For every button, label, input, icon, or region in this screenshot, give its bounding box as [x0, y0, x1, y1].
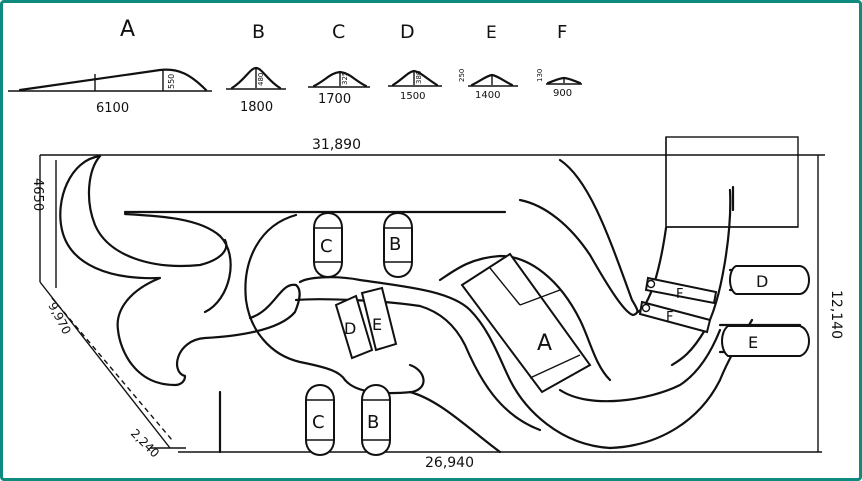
- main-a-jump: A: [460, 252, 592, 394]
- jump-e-height: 250: [458, 69, 466, 82]
- jump-e-profile: 250 1400: [458, 69, 518, 101]
- jump-a-letter: A: [120, 17, 135, 42]
- dim-bottom-width: 26,940: [425, 455, 474, 471]
- jump-b-length: 1800: [240, 100, 273, 115]
- jump-c-length: 1700: [318, 92, 351, 107]
- middle-e-jump: E: [360, 286, 398, 352]
- jump-a-profile: 550 6100: [8, 68, 212, 116]
- label-e-right: E: [748, 333, 758, 352]
- label-c-upper: C: [320, 236, 333, 257]
- jump-d-length: 1500: [400, 91, 425, 102]
- jump-c-letter: C: [332, 21, 345, 43]
- jump-b-profile: 480 1800: [226, 66, 286, 115]
- right-d-jump: D: [729, 265, 810, 295]
- middle-d-jump: D: [334, 294, 374, 360]
- right-e-jump: E: [721, 325, 810, 357]
- jump-d-height: 380: [415, 71, 423, 84]
- jump-e-length: 1400: [475, 90, 500, 101]
- track-jumps: C B D E C B: [305, 212, 810, 456]
- jump-a-height: 550: [167, 74, 176, 89]
- site-boundary: 31,890 26,940 12,140 4650 9,970 2,240: [30, 137, 844, 471]
- dim-right-height: 12,140: [828, 290, 844, 339]
- label-d-mid: D: [344, 319, 356, 338]
- dim-left-top-height: 4650: [30, 178, 45, 211]
- label-d-right: D: [756, 272, 768, 291]
- jump-d-profile: 380 1500: [388, 69, 442, 102]
- label-b-upper: B: [389, 234, 401, 255]
- jump-e-letter: E: [486, 23, 497, 43]
- label-f-bottom: F: [666, 310, 673, 325]
- upper-b-jump: B: [383, 212, 413, 278]
- jump-b-letter: B: [252, 21, 265, 43]
- jump-c-profile: 325 1700: [308, 70, 370, 107]
- dim-top-width: 31,890: [312, 137, 361, 153]
- label-f-top: F: [676, 287, 683, 302]
- f-rollers: F F: [638, 276, 718, 334]
- jump-f-letter: F: [557, 22, 567, 43]
- jump-a-length: 6100: [96, 101, 129, 116]
- jump-f-height: 130: [536, 69, 544, 82]
- lower-b-jump: B: [361, 384, 391, 456]
- start-hill: [665, 136, 799, 228]
- jump-legend: A B C D E F 550 6100 480 1800 325: [8, 17, 582, 116]
- upper-c-jump: C: [313, 212, 343, 278]
- jump-f-profile: 130 900: [536, 69, 582, 99]
- jump-b-height: 480: [257, 73, 265, 86]
- jump-f-length: 900: [553, 88, 572, 99]
- dim-left-diagonal: 9,970: [45, 300, 73, 337]
- jump-c-height: 325: [341, 72, 349, 85]
- label-b-lower: B: [367, 412, 379, 433]
- lower-c-jump: C: [305, 384, 335, 456]
- label-a-main: A: [537, 331, 552, 356]
- jump-d-letter: D: [400, 21, 415, 43]
- label-c-lower: C: [312, 412, 325, 433]
- label-e-mid: E: [372, 315, 382, 334]
